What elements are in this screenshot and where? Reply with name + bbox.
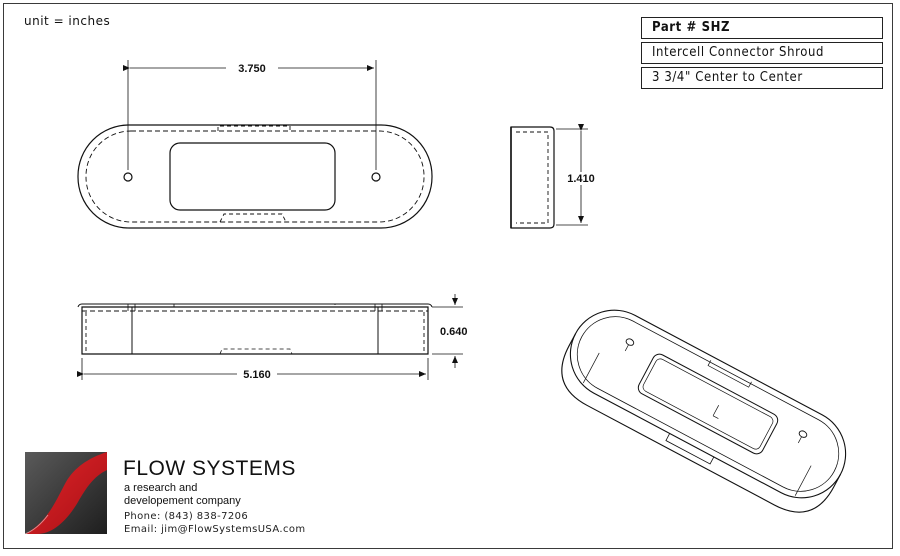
mounting-hole-left <box>123 172 133 182</box>
top-view-slot-top <box>217 125 291 131</box>
top-view <box>77 60 433 229</box>
dimension-length-bg <box>237 368 277 381</box>
top-view-outline <box>77 124 433 229</box>
dimension-width-bg <box>563 172 599 185</box>
iso-hole-left <box>625 338 635 346</box>
iso-hole-right <box>798 430 808 438</box>
dimension-length: 5.160 <box>243 369 271 381</box>
iso-top-rim <box>569 309 847 499</box>
sheet-border <box>3 3 893 549</box>
dimension-width: 1.410 <box>567 173 595 185</box>
title-block: Part # SHZ Intercell Connector Shroud 3 … <box>641 17 883 92</box>
top-view-window <box>169 142 336 211</box>
part-number: Part # SHZ <box>641 17 883 39</box>
dimension-center-to-center: 3.750 <box>238 63 266 75</box>
logo-swoosh <box>25 452 107 534</box>
side-view-slot <box>219 348 293 355</box>
top-view-slot-bottom <box>219 213 287 223</box>
iso-wall-front <box>561 333 841 513</box>
part-spacing: 3 3/4" Center to Center <box>641 67 883 89</box>
end-view <box>510 124 588 229</box>
mounting-hole-right <box>371 172 381 182</box>
side-view-outline <box>81 306 429 355</box>
dimension-center-bg <box>226 62 278 75</box>
part-description: Intercell Connector Shroud <box>641 42 883 64</box>
iso-inner-rim <box>576 316 840 492</box>
iso-slot-front <box>665 433 715 465</box>
end-view-outline <box>510 126 555 229</box>
company-email[interactable]: Email: jim@FlowSystemsUSA.com <box>124 524 306 535</box>
isometric-view <box>561 309 847 513</box>
top-view-inner-wall <box>85 130 425 223</box>
company-contact: Phone: (843) 838-7206 Email: jim@FlowSys… <box>124 510 306 536</box>
company-tagline: a research and developement company <box>124 482 324 508</box>
side-view <box>77 294 463 380</box>
company-phone: Phone: (843) 838-7206 <box>124 511 249 522</box>
tagline-line-2: developement company <box>124 495 241 507</box>
unit-note: unit = inches <box>24 14 111 28</box>
company-name: FLOW SYSTEMS <box>123 457 296 480</box>
tagline-line-1: a research and <box>124 482 198 494</box>
dimension-height: 0.640 <box>440 326 468 338</box>
end-view-inner <box>516 131 549 224</box>
iso-window <box>637 353 779 455</box>
flow-systems-logo <box>24 452 107 535</box>
